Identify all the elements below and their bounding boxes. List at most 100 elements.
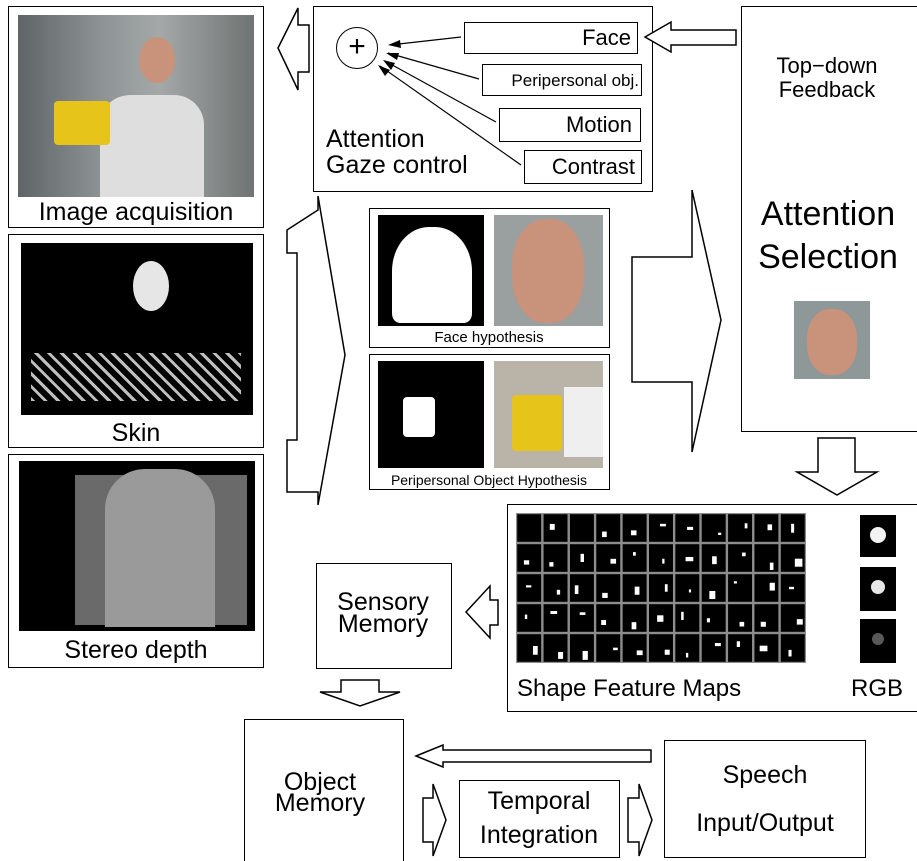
feature-cell <box>675 604 700 632</box>
object-memory-line2: Memory <box>274 789 366 817</box>
mug-illustration <box>54 101 110 145</box>
feature-blob <box>687 526 694 530</box>
feature-blob <box>712 556 717 565</box>
feature-blob <box>613 647 618 651</box>
feature-blob <box>524 614 528 620</box>
feature-blob <box>742 552 746 557</box>
depth-map-image <box>19 461 255 631</box>
feature-cell <box>649 544 673 572</box>
motion-cue-arrowhead <box>383 60 395 70</box>
selected-face-thumbnail <box>794 301 870 379</box>
skin-blob-arms <box>31 353 241 401</box>
maps-to-hypotheses-arrow <box>286 195 346 506</box>
feature-cell <box>517 634 542 662</box>
feature-cell <box>569 634 594 662</box>
cue-contrast-label: Contrast <box>551 154 635 179</box>
object-crop-hand <box>564 387 603 457</box>
feature-blob <box>602 592 608 598</box>
cue-face-label: Face <box>582 25 631 50</box>
feature-cell <box>728 604 753 632</box>
cue-motion-label: Motion <box>565 112 632 137</box>
feature-cell <box>780 604 805 632</box>
rgb-blob <box>872 633 884 645</box>
attention-gaze-panel: + Attention Gaze control Face Periperson… <box>313 6 653 192</box>
feature-cell <box>569 574 594 602</box>
sensory-to-object-arrow <box>319 679 401 707</box>
feature-maps-panel: Shape Feature Maps RGB <box>507 504 917 712</box>
feature-cell <box>754 574 779 602</box>
feature-blob <box>767 524 773 531</box>
feature-blob <box>685 652 689 658</box>
cue-peripersonal-label: Peripersonal obj. <box>511 71 639 90</box>
rgb-map-1 <box>860 515 896 557</box>
feature-blob <box>602 531 607 538</box>
face-segment-blob <box>392 227 472 323</box>
image-acquisition-label: Image acquisition <box>38 198 234 226</box>
feature-blob <box>662 558 665 564</box>
depth-person-silhouette <box>105 469 215 627</box>
feature-blob <box>558 651 564 659</box>
feature-blob <box>659 523 666 527</box>
attention-selection-panel: Top−down Feedback Attention Selection <box>741 6 917 432</box>
object-hypothesis-panel: Peripersonal Object Hypothesis <box>369 354 610 490</box>
cue-contrast-box: Contrast <box>524 150 642 184</box>
object-memory-line1: Object <box>283 768 357 796</box>
feature-blob <box>759 645 768 652</box>
feature-cell <box>596 544 621 572</box>
camera-image <box>18 15 254 197</box>
feature-cell <box>543 604 568 632</box>
sensory-memory-line1: Sensory <box>337 588 429 616</box>
selection-line1: Attention <box>760 195 896 233</box>
acquisition-to-attention-arrow <box>277 7 310 91</box>
feature-blob <box>789 586 795 590</box>
feature-cell <box>728 514 753 542</box>
cue-motion-box: Motion <box>499 108 641 142</box>
feature-blob <box>556 589 561 595</box>
feature-blob <box>582 650 588 660</box>
object-memory-box: Object Memory <box>244 719 404 861</box>
feedback-to-face-arrow <box>643 20 737 54</box>
feature-cell <box>701 574 726 602</box>
skin-panel: Skin <box>8 234 264 448</box>
face-segmentation-image <box>378 215 484 326</box>
feature-blob <box>664 649 670 655</box>
temporal-integration-box: Temporal Integration <box>459 780 620 858</box>
skin-blob-head <box>133 261 169 311</box>
feature-cell <box>754 604 779 632</box>
feature-blob <box>523 560 530 565</box>
feature-cell <box>622 514 647 542</box>
object-to-temporal-arrow <box>422 783 447 857</box>
feature-cell <box>517 574 542 602</box>
feature-cell <box>649 634 673 662</box>
stereo-depth-label: Stereo depth <box>64 636 208 664</box>
speech-to-object-arrow <box>414 743 652 769</box>
feature-blob <box>736 641 740 647</box>
selection-to-features-arrow <box>794 437 880 496</box>
feature-cell <box>754 514 779 542</box>
feature-cell <box>780 634 805 662</box>
feature-blob <box>580 553 584 563</box>
feature-cell <box>728 634 753 662</box>
feature-blob <box>744 523 748 529</box>
feature-cell <box>517 544 542 572</box>
feature-blob <box>794 558 803 567</box>
feature-blob <box>550 611 558 614</box>
feature-cell <box>517 514 542 542</box>
feature-cell <box>701 634 726 662</box>
feature-cell <box>675 634 700 662</box>
speech-line2: Input/Output <box>696 809 834 837</box>
object-hypothesis-caption: Peripersonal Object Hypothesis <box>390 472 588 488</box>
feature-blob <box>532 645 538 655</box>
feature-blob <box>718 532 722 535</box>
temporal-line1: Temporal <box>487 787 591 815</box>
feature-cell <box>622 604 647 632</box>
feature-blob <box>796 619 803 625</box>
speech-line1: Speech <box>722 761 808 789</box>
peripersonal-cue-arrowhead <box>386 53 399 60</box>
hypotheses-to-selection-arrow <box>631 189 722 453</box>
feature-blob <box>788 649 792 657</box>
feature-blob <box>760 621 766 627</box>
shape-feature-cells <box>517 514 805 662</box>
feature-blob <box>714 643 721 647</box>
feature-blob <box>769 562 774 570</box>
